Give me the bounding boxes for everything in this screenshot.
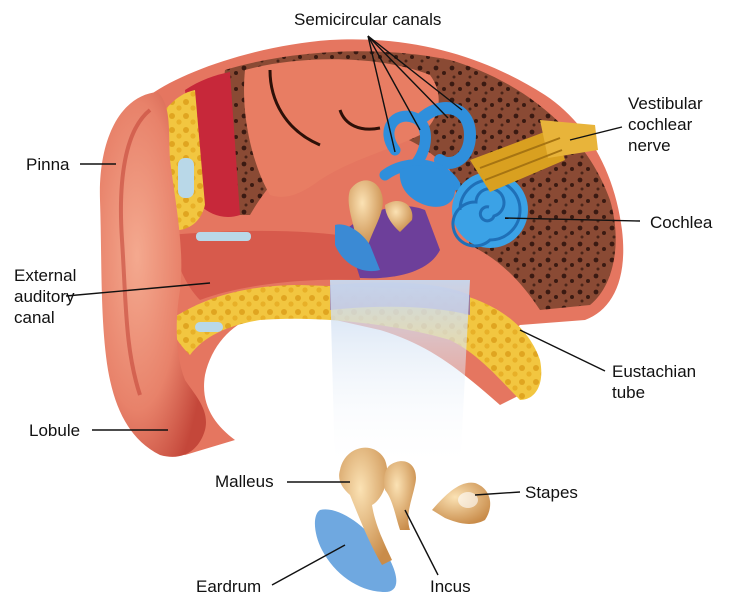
label-stapes: Stapes bbox=[525, 482, 578, 503]
label-incus: Incus bbox=[430, 576, 471, 597]
label-eardrum: Eardrum bbox=[196, 576, 261, 597]
label-vestibular-line-2: cochlear bbox=[628, 114, 703, 135]
label-cochlea: Cochlea bbox=[650, 212, 712, 233]
label-external-line-2: auditory bbox=[14, 286, 76, 307]
label-vestibular-cochlear-nerve: Vestibular cochlear nerve bbox=[628, 93, 703, 156]
label-external-line-1: External bbox=[14, 265, 76, 286]
label-eustachian-tube: Eustachian tube bbox=[612, 361, 696, 403]
label-vestibular-line-1: Vestibular bbox=[628, 93, 703, 114]
label-external-auditory-canal: External auditory canal bbox=[14, 265, 76, 328]
ossicles-enlarged bbox=[315, 448, 490, 592]
label-eustachian-line-1: Eustachian bbox=[612, 361, 696, 382]
cartilage-bit bbox=[178, 158, 194, 198]
label-vestibular-line-3: nerve bbox=[628, 135, 703, 156]
cartilage-bit bbox=[195, 322, 223, 332]
leader-incus bbox=[405, 510, 438, 575]
label-semicircular-canals: Semicircular canals bbox=[294, 9, 441, 30]
label-external-line-3: canal bbox=[14, 307, 76, 328]
incus-enlarged bbox=[384, 461, 416, 530]
label-eustachian-line-2: tube bbox=[612, 382, 696, 403]
zoom-beam bbox=[330, 280, 470, 470]
label-lobule: Lobule bbox=[29, 420, 80, 441]
label-pinna: Pinna bbox=[26, 154, 69, 175]
label-malleus: Malleus bbox=[215, 471, 274, 492]
cartilage-bit bbox=[196, 232, 251, 241]
